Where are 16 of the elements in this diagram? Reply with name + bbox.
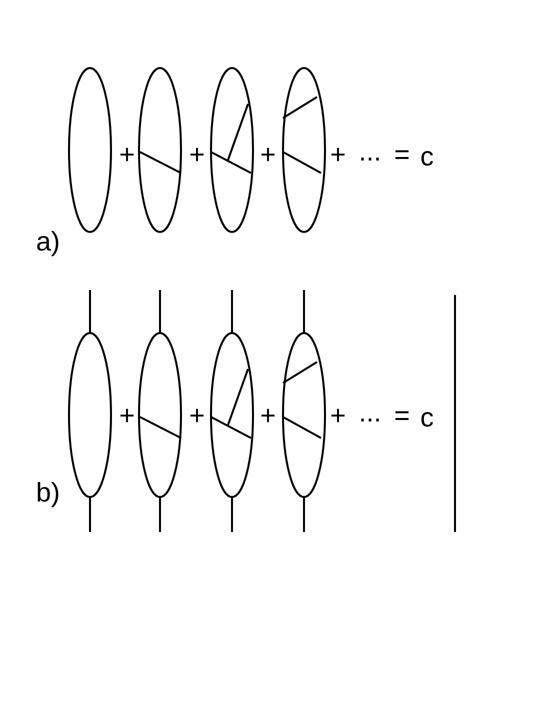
ellipsis: ... (358, 400, 382, 426)
plus-sign: + (330, 402, 346, 430)
plus-sign: + (189, 402, 205, 430)
ellipsis: ... (358, 138, 382, 166)
plus-sign: + (330, 142, 346, 168)
panel-label: a) (36, 228, 60, 256)
constant-label: c (420, 144, 434, 170)
plus-sign: + (260, 402, 276, 430)
equals-sign: = (394, 402, 410, 430)
plus-sign: + (119, 142, 135, 168)
plus-sign: + (189, 142, 205, 168)
panel-label: b) (36, 480, 60, 506)
constant-label: c (420, 404, 434, 432)
equals-sign: = (394, 142, 410, 168)
plus-sign: + (119, 402, 135, 430)
plus-sign: + (260, 142, 276, 168)
